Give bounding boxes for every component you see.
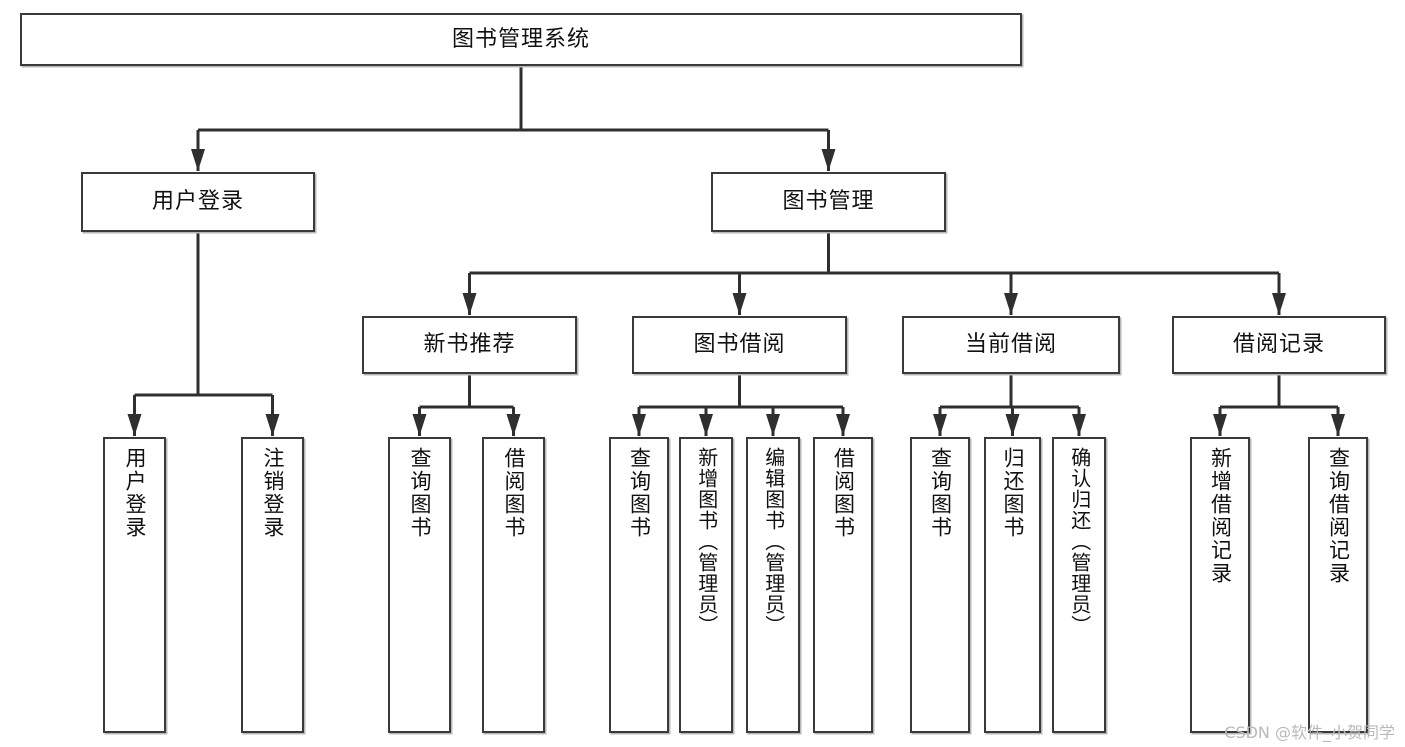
node-label: 查询借阅记录 (1326, 447, 1351, 585)
node-label: 用户登录 (122, 447, 147, 539)
node-leaf-add-book[interactable]: 新增图书（管理员） (679, 437, 733, 733)
node-user-login[interactable]: 用户登录 (81, 172, 315, 232)
node-label: 当前借阅 (964, 332, 1057, 358)
node-label: 新书推荐 (423, 332, 516, 358)
node-leaf-edit-book[interactable]: 编辑图书（管理员） (746, 437, 800, 733)
node-current-borrow[interactable]: 当前借阅 (902, 316, 1120, 374)
node-root[interactable]: 图书管理系统 (20, 13, 1022, 66)
node-leaf-borrow-book-1[interactable]: 借阅图书 (482, 437, 545, 733)
node-book-manage[interactable]: 图书管理 (711, 172, 946, 232)
node-leaf-query-book-3[interactable]: 查询图书 (910, 437, 970, 733)
node-label: 查询图书 (928, 447, 953, 539)
node-label: 用户登录 (151, 189, 244, 215)
node-label: 借阅记录 (1232, 332, 1325, 358)
node-book-borrow[interactable]: 图书借阅 (632, 316, 847, 374)
node-label: 查询图书 (627, 447, 652, 539)
node-leaf-add-record[interactable]: 新增借阅记录 (1190, 437, 1250, 733)
node-label: 借阅图书 (831, 447, 856, 539)
node-leaf-query-book-2[interactable]: 查询图书 (609, 437, 669, 733)
node-label: 图书管理系统 (451, 26, 590, 52)
node-leaf-confirm-return[interactable]: 确认归还（管理员） (1052, 437, 1106, 733)
node-label: 图书借阅 (693, 332, 786, 358)
node-leaf-borrow-book-2[interactable]: 借阅图书 (813, 437, 873, 733)
node-label: 查询图书 (407, 447, 432, 539)
watermark-text: CSDN @软件_小贺同学 (1224, 723, 1395, 742)
node-label: 归还图书 (1000, 447, 1025, 539)
node-label: 新增借阅记录 (1208, 447, 1233, 585)
node-label: 编辑图书（管理员） (761, 447, 786, 636)
node-label: 新增图书（管理员） (694, 447, 719, 636)
node-label: 借阅图书 (501, 447, 526, 539)
node-leaf-query-record[interactable]: 查询借阅记录 (1308, 437, 1368, 733)
node-leaf-user-login[interactable]: 用户登录 (103, 437, 166, 733)
node-new-book-rec[interactable]: 新书推荐 (362, 316, 577, 374)
node-label: 图书管理 (782, 189, 875, 215)
node-leaf-return-book[interactable]: 归还图书 (984, 437, 1041, 733)
node-label: 注销登录 (260, 447, 285, 539)
node-leaf-user-logout[interactable]: 注销登录 (241, 437, 304, 733)
node-label: 确认归还（管理员） (1067, 447, 1092, 636)
node-leaf-query-book-1[interactable]: 查询图书 (388, 437, 451, 733)
node-borrow-record[interactable]: 借阅记录 (1172, 316, 1386, 374)
